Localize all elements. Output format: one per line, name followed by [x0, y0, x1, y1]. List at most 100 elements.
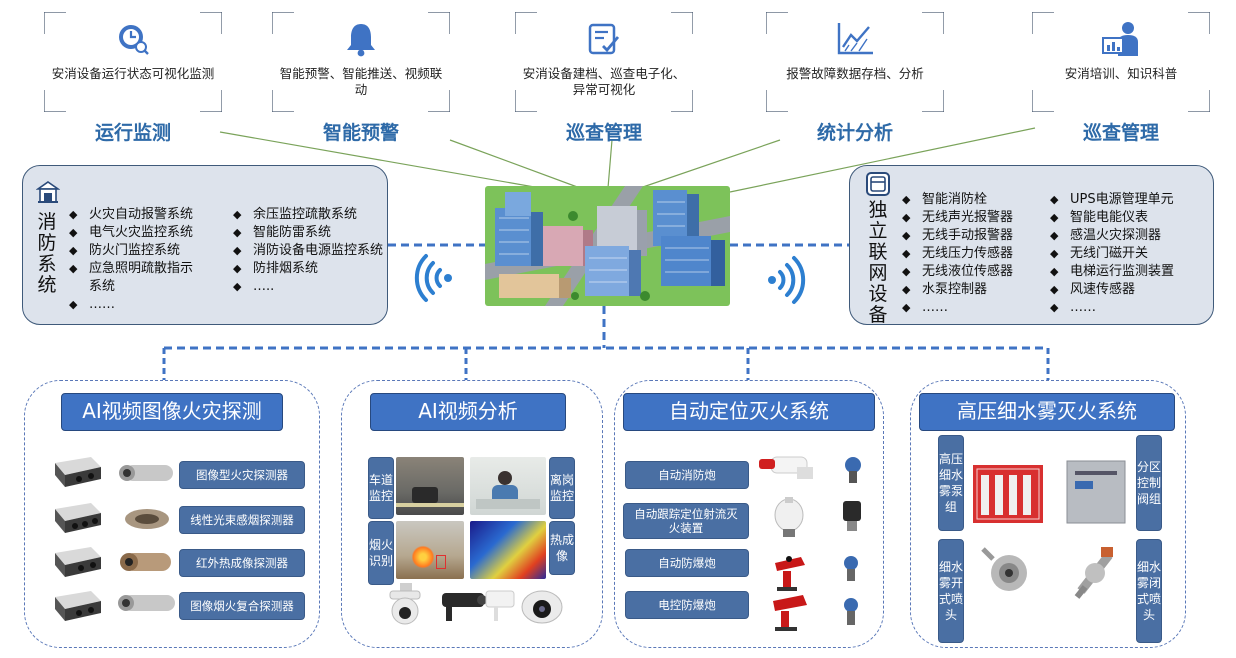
list-item-text: 防火门监控系统: [89, 243, 181, 258]
diamond-bullet-icon: ◆: [902, 283, 911, 296]
pressure-switch-image: [843, 501, 861, 531]
pump-unit-image: [973, 465, 1043, 523]
smoke-fire-recognition-photo: [396, 521, 464, 579]
image-smoke-fire-composite-detector-image: [55, 591, 175, 621]
list-item: ◆ 应急照明疏散指示系统: [69, 260, 205, 296]
feature-desc: 报警故障数据存档、分析: [786, 66, 924, 81]
camera-images: [386, 581, 566, 627]
list-item: ◆……: [902, 299, 1042, 317]
diamond-bullet-icon: ◆: [902, 229, 911, 242]
list-item-text: ……: [89, 297, 115, 312]
list-item-text: 余压监控疏散系统: [253, 207, 358, 222]
diamond-bullet-icon: ◆: [1050, 301, 1059, 314]
water-mist-images: [969, 451, 1133, 621]
feature-desc: 智能预警、智能推送、视频联动: [279, 66, 443, 97]
ai-video-analysis-group: AI视频分析 车道监控 离岗监控 烟火识别 热成像: [341, 380, 603, 648]
infrared-thermal-detector-image: [55, 547, 171, 577]
auto-positioning-extinguish-group: 自动定位灭火系统 自动消防炮 自动跟踪定位射流灭火装置 自动防爆炮 电控防爆炮: [614, 380, 884, 648]
list-item-text: 消防设备电源监控系统: [253, 243, 384, 258]
mist-label-closed-nozzle: 细水雾闭式喷头: [1136, 539, 1162, 643]
list-item-text: 火灾自动报警系统: [89, 207, 194, 222]
smart-city-illustration: [485, 186, 730, 306]
diamond-bullet-icon: ◆: [1050, 211, 1059, 224]
list-item-text: …..: [253, 279, 275, 294]
valve-blue-image-2: [844, 556, 858, 581]
feature-title: 巡查管理: [1082, 122, 1159, 144]
tracking-jet-device-image: [774, 497, 804, 537]
panel-title: 消防系统: [37, 211, 57, 296]
list-item-text: 无线压力传感器: [922, 246, 1014, 261]
diamond-bullet-icon: ◆: [1050, 193, 1059, 206]
list-item-text: 无线液位传感器: [922, 264, 1014, 279]
group-title: AI视频分析: [370, 393, 566, 431]
fire-system-list-col2: ◆余压监控疏散系统◆智能防雷系统◆消防设备电源监控系统◆防排烟系统◆…..: [233, 206, 385, 296]
list-item-text: 电气火灾监控系统: [89, 225, 194, 240]
diamond-bullet-icon: ◆: [1050, 283, 1059, 296]
detector-label: 线性光束感烟探测器: [179, 506, 305, 534]
diamond-bullet-icon: ◆: [1050, 229, 1059, 242]
feature-desc: 安消设备运行状态可视化监测: [51, 66, 215, 81]
list-item-text: 智能防雷系统: [253, 225, 332, 240]
analysis-label-thermal: 热成像: [549, 521, 575, 575]
panel-title: 独立联网设备: [868, 199, 888, 326]
list-item-text: 感温火灾探测器: [1070, 228, 1162, 243]
diamond-bullet-icon: ◆: [1050, 247, 1059, 260]
group-title: 自动定位灭火系统: [623, 393, 875, 431]
ai-video-fire-detection-group: AI视频图像火灾探测 图: [24, 380, 320, 648]
mist-label-valve: 分区控制阀组: [1136, 435, 1162, 531]
list-item: ◆消防设备电源监控系统: [233, 242, 385, 260]
diamond-bullet-icon: ◆: [233, 280, 242, 293]
fire-system-list-col1: ◆火灾自动报警系统◆电气火灾监控系统◆防火门监控系统◆应急照明疏散指示系统◆……: [69, 206, 205, 314]
feature-title: 智能预警: [322, 122, 399, 144]
list-item: ◆ 水泵控制器: [902, 281, 1042, 299]
diamond-bullet-icon: ◆: [69, 208, 78, 221]
diamond-bullet-icon: ◆: [233, 208, 242, 221]
diamond-bullet-icon: ◆: [902, 247, 911, 260]
diamond-bullet-icon: ◆: [233, 226, 242, 239]
extinguisher-label: 自动消防炮: [625, 461, 749, 489]
list-item-text: 应急照明疏散指示系统: [89, 261, 194, 294]
list-item-text: 风速传感器: [1070, 282, 1136, 297]
high-pressure-water-mist-group: 高压细水雾灭火系统 高压细水雾泵组 分区控制阀组 细水雾开式喷头 细水雾闭式喷头: [910, 380, 1186, 648]
list-item-text: 智能消防栓: [922, 192, 988, 207]
list-item: ◆无线手动报警器: [902, 227, 1042, 245]
valve-blue-image-1: [845, 457, 861, 483]
open-nozzle-image: [981, 547, 1027, 591]
extinguisher-label: 自动跟踪定位射流灭火装置: [623, 503, 749, 539]
analysis-label-off-duty: 离岗监控: [549, 457, 575, 519]
mist-label-open-nozzle: 细水雾开式喷头: [938, 539, 964, 643]
mist-label-pump: 高压细水雾泵组: [938, 435, 964, 531]
thermal-imaging-photo: [470, 521, 546, 579]
explosion-proof-cannon-image: [775, 556, 805, 591]
list-item-text: 水泵控制器: [922, 282, 988, 297]
diamond-bullet-icon: ◆: [69, 226, 78, 239]
standalone-network-device-panel: 独立联网设备 ◆智能消防栓◆无线声光报警器◆无线手动报警器◆无线压力传感器◆无线…: [849, 165, 1214, 326]
list-item-text: 无线声光报警器: [922, 210, 1014, 225]
list-item-text: UPS电源管理单元: [1070, 192, 1174, 207]
list-item-text: 电梯运行监测装置: [1070, 264, 1175, 279]
wireless-signal-right-icon: [768, 256, 806, 304]
feature-statistics: 报警故障数据存档、分析 统计分析: [766, 12, 944, 144]
diamond-bullet-icon: ◆: [69, 262, 78, 275]
off-duty-monitor-photo: [470, 457, 546, 515]
fire-station-icon: [35, 180, 61, 208]
diamond-bullet-icon: ◆: [69, 298, 78, 311]
lane-monitor-photo: [396, 457, 464, 515]
diamond-bullet-icon: ◆: [902, 211, 911, 224]
list-item: ◆ …..: [233, 278, 385, 296]
feature-title: 运行监测: [94, 122, 171, 144]
extinguisher-label: 电控防爆炮: [625, 591, 749, 619]
list-item: ◆……: [1050, 299, 1210, 317]
image-fire-detector-image: [55, 457, 173, 487]
list-item: ◆ 风速传感器: [1050, 281, 1210, 299]
list-item: ◆ 感温火灾探测器: [1050, 227, 1210, 245]
feature-smart-alert: 智能预警、智能推送、视频联动 智能预警: [272, 12, 450, 144]
extinguisher-images: [755, 445, 875, 635]
list-item: ◆无线门磁开关: [1050, 245, 1210, 263]
list-item: ◆ 智能防雷系统: [233, 224, 385, 242]
device-list-col2: ◆UPS电源管理单元◆智能电能仪表◆感温火灾探测器◆无线门磁开关◆电梯运行监测装…: [1050, 191, 1210, 317]
feature-desc: 安消设备建档、巡查电子化、异常可视化: [522, 66, 686, 97]
list-item: ◆ 无线压力传感器: [902, 245, 1042, 263]
wireless-signal-left-icon: [414, 254, 452, 302]
